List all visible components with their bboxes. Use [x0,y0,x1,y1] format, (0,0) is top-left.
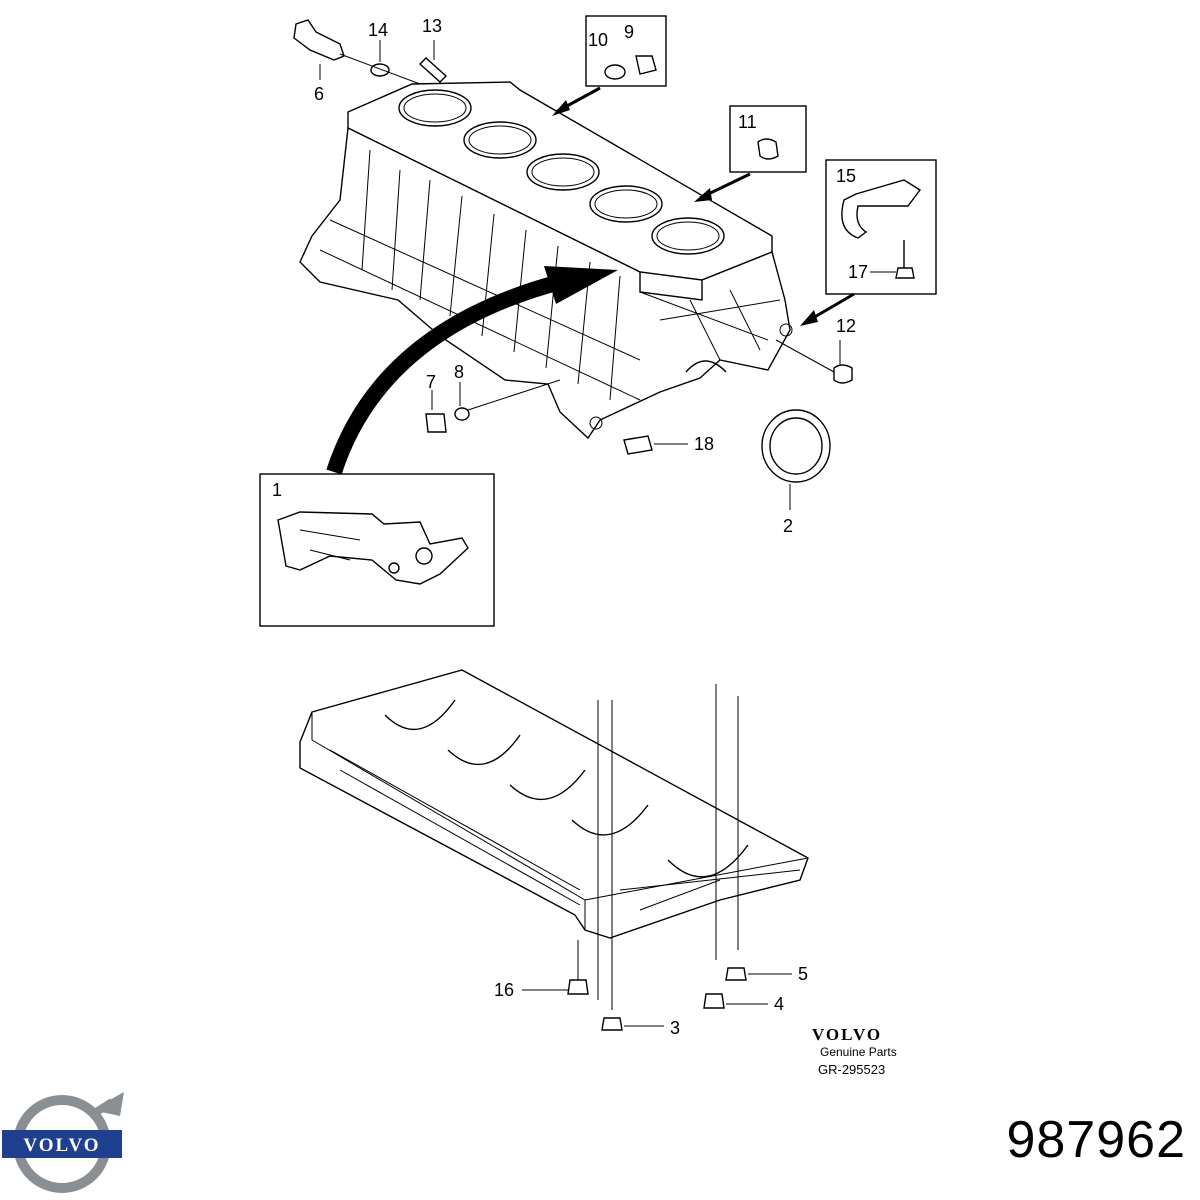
pointer-arrow-1 [326,266,618,475]
callout-13: 13 [422,16,442,36]
part-13 [418,57,448,83]
callout-14: 14 [368,20,388,40]
inset-box-15-17 [800,159,937,326]
inset-box-11 [694,105,807,202]
callout-2: 2 [783,516,793,536]
part-18 [623,435,653,455]
part-2-seal [761,409,831,483]
inset-box-1 [259,473,495,627]
part-14 [370,63,390,77]
part-12 [775,339,853,384]
callout-12: 12 [836,316,856,336]
callout-7: 7 [426,372,436,392]
callout-numbers: 1 2 3 4 5 6 7 8 9 10 11 12 13 14 15 16 1… [272,16,868,1038]
caption-subtitle: Genuine Parts [820,1045,897,1059]
callout-17: 17 [848,262,868,282]
callout-15: 15 [836,166,856,186]
callout-6: 6 [314,84,324,104]
callout-9: 9 [624,22,634,42]
inset-box-9-10 [552,15,667,116]
part-6 [293,19,421,85]
cylinder-bores [398,89,725,255]
callout-16: 16 [494,980,514,1000]
callout-18: 18 [694,434,714,454]
diagram-caption: VOLVO Genuine Parts GR-295523 [812,1025,897,1077]
bedplate [299,669,809,939]
bolts [567,684,747,1031]
caption-code: GR-295523 [818,1062,885,1077]
callout-1: 1 [272,480,282,500]
callout-5: 5 [798,964,808,984]
caption-brand: VOLVO [812,1025,882,1044]
part-number: 987962 [1006,1111,1186,1169]
leader-lines [319,40,896,1027]
callout-11: 11 [738,112,757,132]
part-7-8 [425,379,561,433]
callout-3: 3 [670,1018,680,1038]
volvo-logo: VOLVO [2,1092,124,1193]
callout-8: 8 [454,362,464,382]
callout-4: 4 [774,994,784,1014]
callout-10: 10 [588,30,608,50]
logo-wordmark: VOLVO [23,1135,100,1156]
